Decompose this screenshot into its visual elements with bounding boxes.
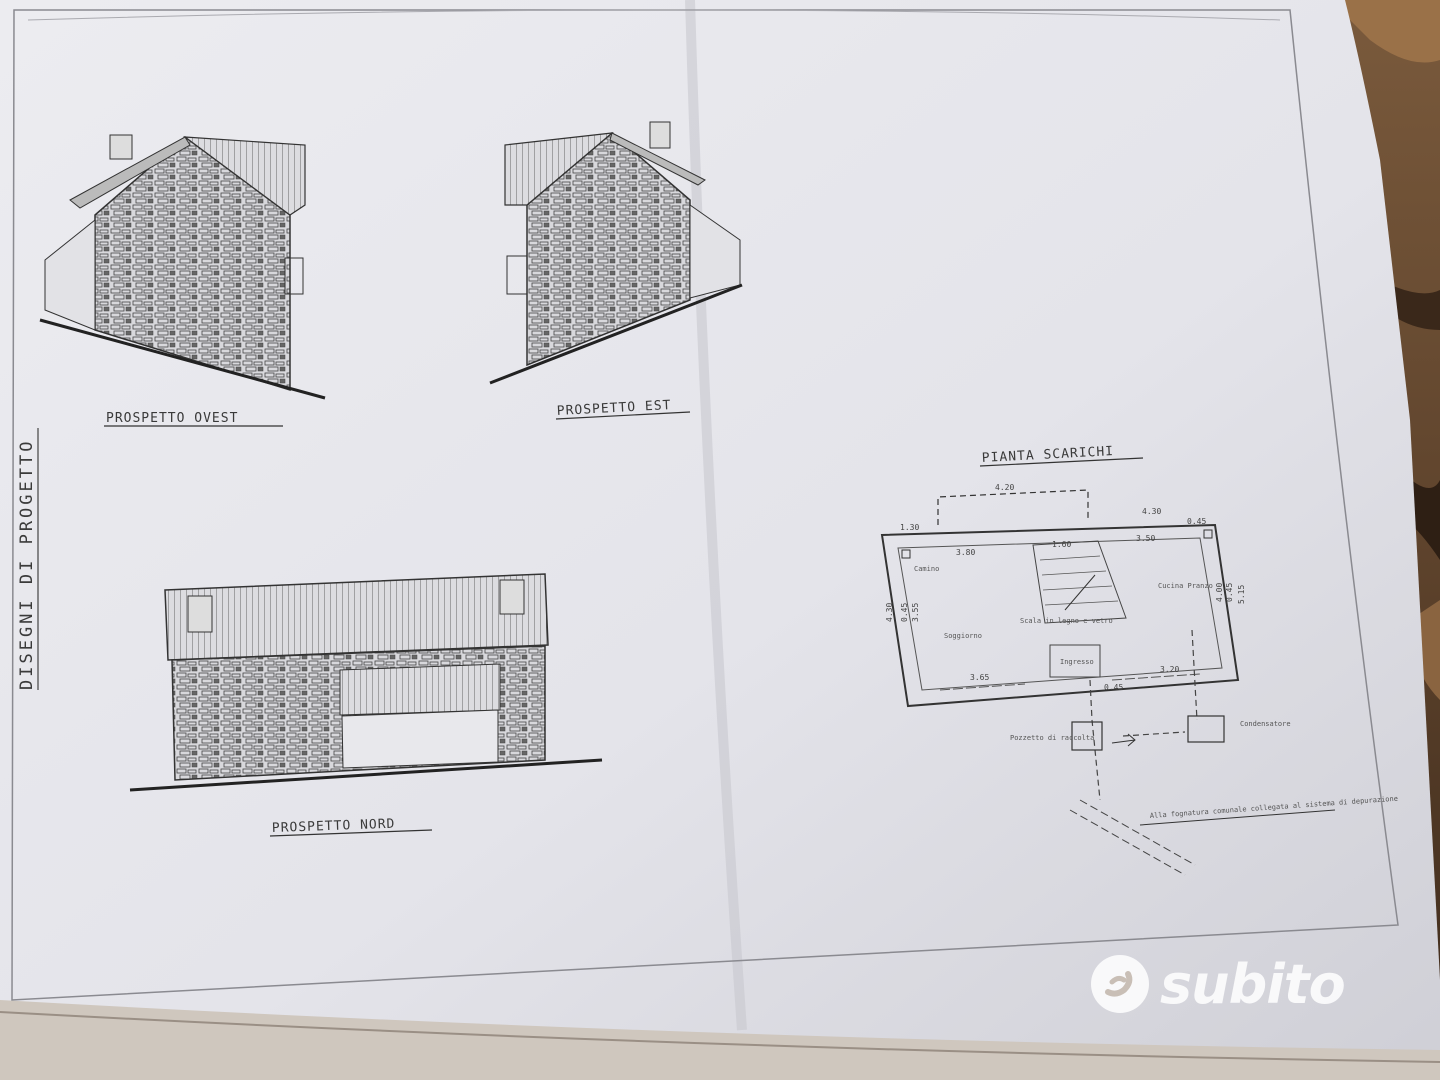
- room-scala: Scala in legno e vetro: [1020, 617, 1113, 625]
- room-soggiorno: Soggiorno: [944, 632, 982, 640]
- svg-text:3.65: 3.65: [970, 673, 989, 682]
- elevation-east-drawing: [489, 121, 743, 385]
- svg-text:1.30: 1.30: [900, 523, 919, 532]
- svg-text:0.45: 0.45: [1104, 683, 1123, 692]
- plan-drawing: [880, 489, 1336, 876]
- svg-text:1.60: 1.60: [1052, 540, 1071, 549]
- svg-text:3.80: 3.80: [956, 548, 975, 557]
- drawing-frame: [11, 9, 1399, 1001]
- room-cucina: Cucina Pranzo: [1158, 582, 1213, 590]
- svg-text:4.30: 4.30: [885, 603, 894, 622]
- svg-text:0.45: 0.45: [1225, 583, 1234, 602]
- subito-logo-icon: [1091, 955, 1149, 1013]
- elevation-east-label: PROSPETTO EST: [556, 398, 671, 419]
- svg-text:3.20: 3.20: [1160, 665, 1179, 674]
- svg-text:0.45: 0.45: [1187, 517, 1206, 526]
- svg-text:4.20: 4.20: [995, 483, 1014, 492]
- room-ingresso: Ingresso: [1060, 658, 1094, 666]
- note-condensatore: Condensatore: [1240, 720, 1291, 728]
- subito-watermark: subito: [1088, 948, 1378, 1020]
- wood-grain: [1330, 0, 1440, 63]
- room-camino: Camino: [914, 565, 939, 573]
- paper-fold: [685, 0, 747, 1031]
- svg-text:DISEGNI DI PROGETTO: DISEGNI DI PROGETTO: [17, 439, 37, 690]
- elevation-north-drawing: [129, 573, 603, 792]
- svg-text:4.00: 4.00: [1215, 583, 1224, 602]
- svg-text:0.45: 0.45: [900, 603, 909, 622]
- svg-text:4.30: 4.30: [1142, 507, 1161, 516]
- elevation-west-label: PROSPETTO OVEST: [106, 411, 238, 426]
- elevation-west-drawing: [39, 134, 326, 400]
- watermark-text: subito: [1160, 952, 1346, 1016]
- svg-text:3.55: 3.55: [911, 603, 920, 622]
- note-pozzetto: Pozzetto di raccolta: [1010, 734, 1094, 742]
- svg-text:5.15: 5.15: [1237, 585, 1246, 604]
- side-title: DISEGNI DI PROGETTO: [17, 428, 39, 690]
- svg-text:3.50: 3.50: [1136, 534, 1155, 543]
- elevation-north-label: PROSPETTO NORD: [272, 817, 396, 836]
